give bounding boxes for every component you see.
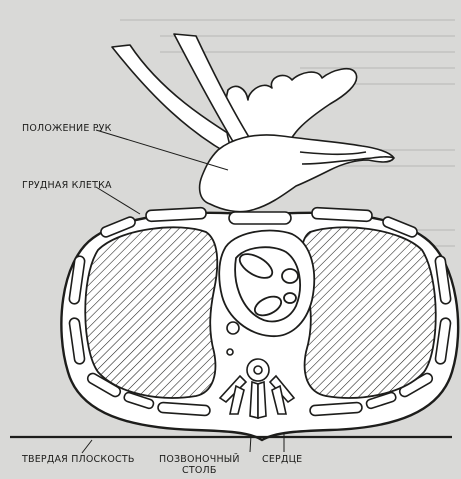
label-hands-position: ПОЛОЖЕНИЕ РУК — [22, 124, 112, 135]
label-spine-line2: СТОЛБ — [159, 466, 240, 477]
label-spine: ПОЗВОНОЧНЫЙ СТОЛБ — [159, 455, 240, 477]
label-hard-surface: ТВЕРДАЯ ПЛОСКОСТЬ — [22, 455, 135, 466]
right-lung — [302, 227, 436, 398]
left-lung — [85, 227, 217, 398]
label-heart: СЕРДЦЕ — [262, 455, 302, 466]
rescuer-hands — [112, 34, 394, 212]
label-chest: ГРУДНАЯ КЛЕТКА — [22, 181, 112, 192]
